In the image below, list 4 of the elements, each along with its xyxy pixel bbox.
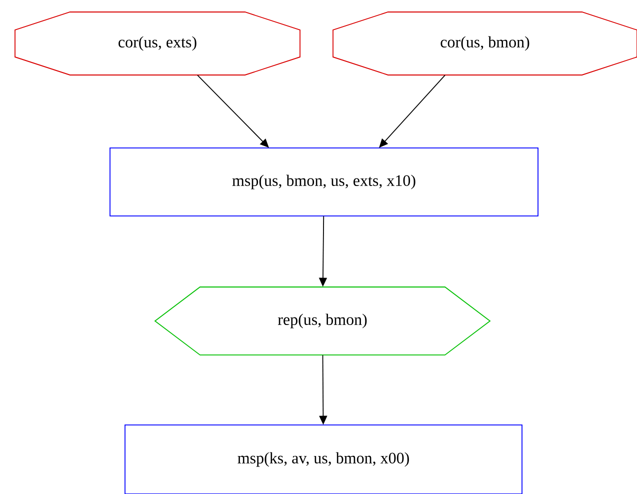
process-box: msp(ks, av, us, bmon, x00): [124, 424, 522, 494]
octagon-node: cor(us, bmon): [332, 12, 637, 76]
octagon-node: cor(us, exts): [14, 12, 300, 76]
process-box: msp(us, bmon, us, exts, x10): [110, 148, 538, 216]
